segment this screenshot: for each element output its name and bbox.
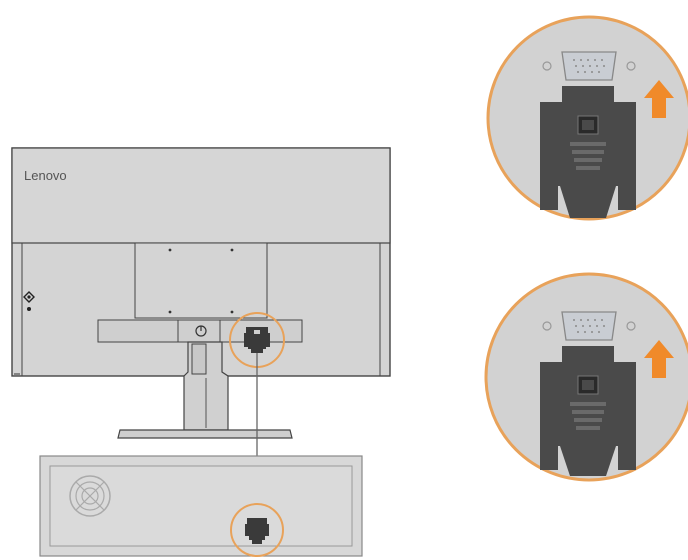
monitor-stand — [117, 341, 293, 439]
computer-port-highlight — [230, 503, 284, 557]
port-strip — [97, 319, 303, 343]
zoom-detail-monitor-connector — [486, 15, 688, 221]
computer-rear — [39, 455, 363, 557]
up-arrow-icon — [644, 340, 674, 378]
up-arrow-icon — [644, 80, 674, 118]
monitor-vga-port — [244, 327, 270, 353]
monitor-rear: Lenovo — [11, 147, 391, 439]
computer-vga-port — [245, 518, 269, 544]
lock-slot-icon — [23, 291, 35, 311]
brand-logo: Lenovo — [24, 168, 67, 183]
monitor-upper-panel — [11, 147, 391, 244]
zoom-detail-computer-connector — [484, 272, 688, 482]
power-icon — [195, 325, 207, 337]
vesa-mount-area — [134, 242, 268, 319]
vga-plug — [540, 346, 636, 476]
fan-vent-icon — [69, 475, 111, 517]
vga-plug — [540, 86, 636, 218]
